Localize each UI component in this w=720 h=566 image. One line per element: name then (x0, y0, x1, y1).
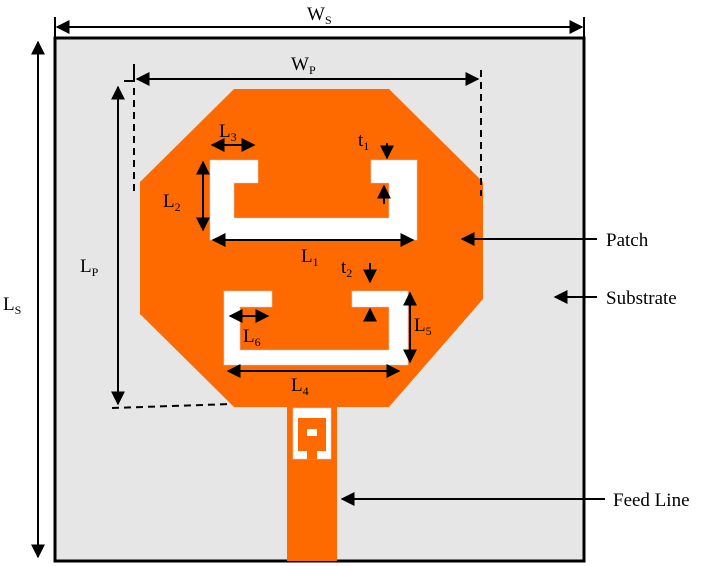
t1-dimension: t1 (358, 130, 394, 204)
l3-label: L3 (219, 121, 237, 144)
feed-slot-detail (292, 407, 332, 460)
feed-line-label: Feed Line (613, 490, 690, 511)
patch-callout: Patch (460, 230, 649, 251)
wp-label: WP (291, 54, 316, 77)
l5-label: L5 (414, 315, 432, 338)
l6-label: L6 (243, 326, 261, 349)
upper-u-slot (209, 159, 418, 241)
l6-dimension: L6 (228, 309, 270, 349)
l1-label: L1 (301, 246, 319, 269)
l1-dimension: L1 (211, 233, 415, 269)
feed-line-callout: Feed Line (340, 490, 690, 511)
lp-dimension: LP (80, 85, 233, 409)
l4-dimension: L4 (226, 364, 401, 398)
t2-label: t2 (341, 257, 352, 280)
t1-label: t1 (358, 130, 369, 153)
lp-label: LP (80, 256, 99, 279)
ws-label: WS (307, 4, 332, 27)
l4-label: L4 (291, 375, 309, 398)
lower-u-slot (223, 290, 409, 366)
l2-dimension: L2 (163, 160, 210, 232)
patch-label: Patch (606, 230, 649, 251)
ws-dimension: WS (54, 4, 585, 38)
l3-dimension: L3 (210, 121, 256, 152)
ls-dimension: LS (3, 40, 45, 559)
substrate-callout: Substrate (553, 288, 677, 309)
t2-dimension: t2 (341, 257, 377, 322)
l5-dimension: L5 (403, 291, 432, 364)
wp-dimension: WP (124, 54, 482, 196)
l2-label: L2 (163, 191, 181, 214)
ls-label: LS (3, 294, 21, 317)
substrate-label: Substrate (606, 288, 677, 309)
